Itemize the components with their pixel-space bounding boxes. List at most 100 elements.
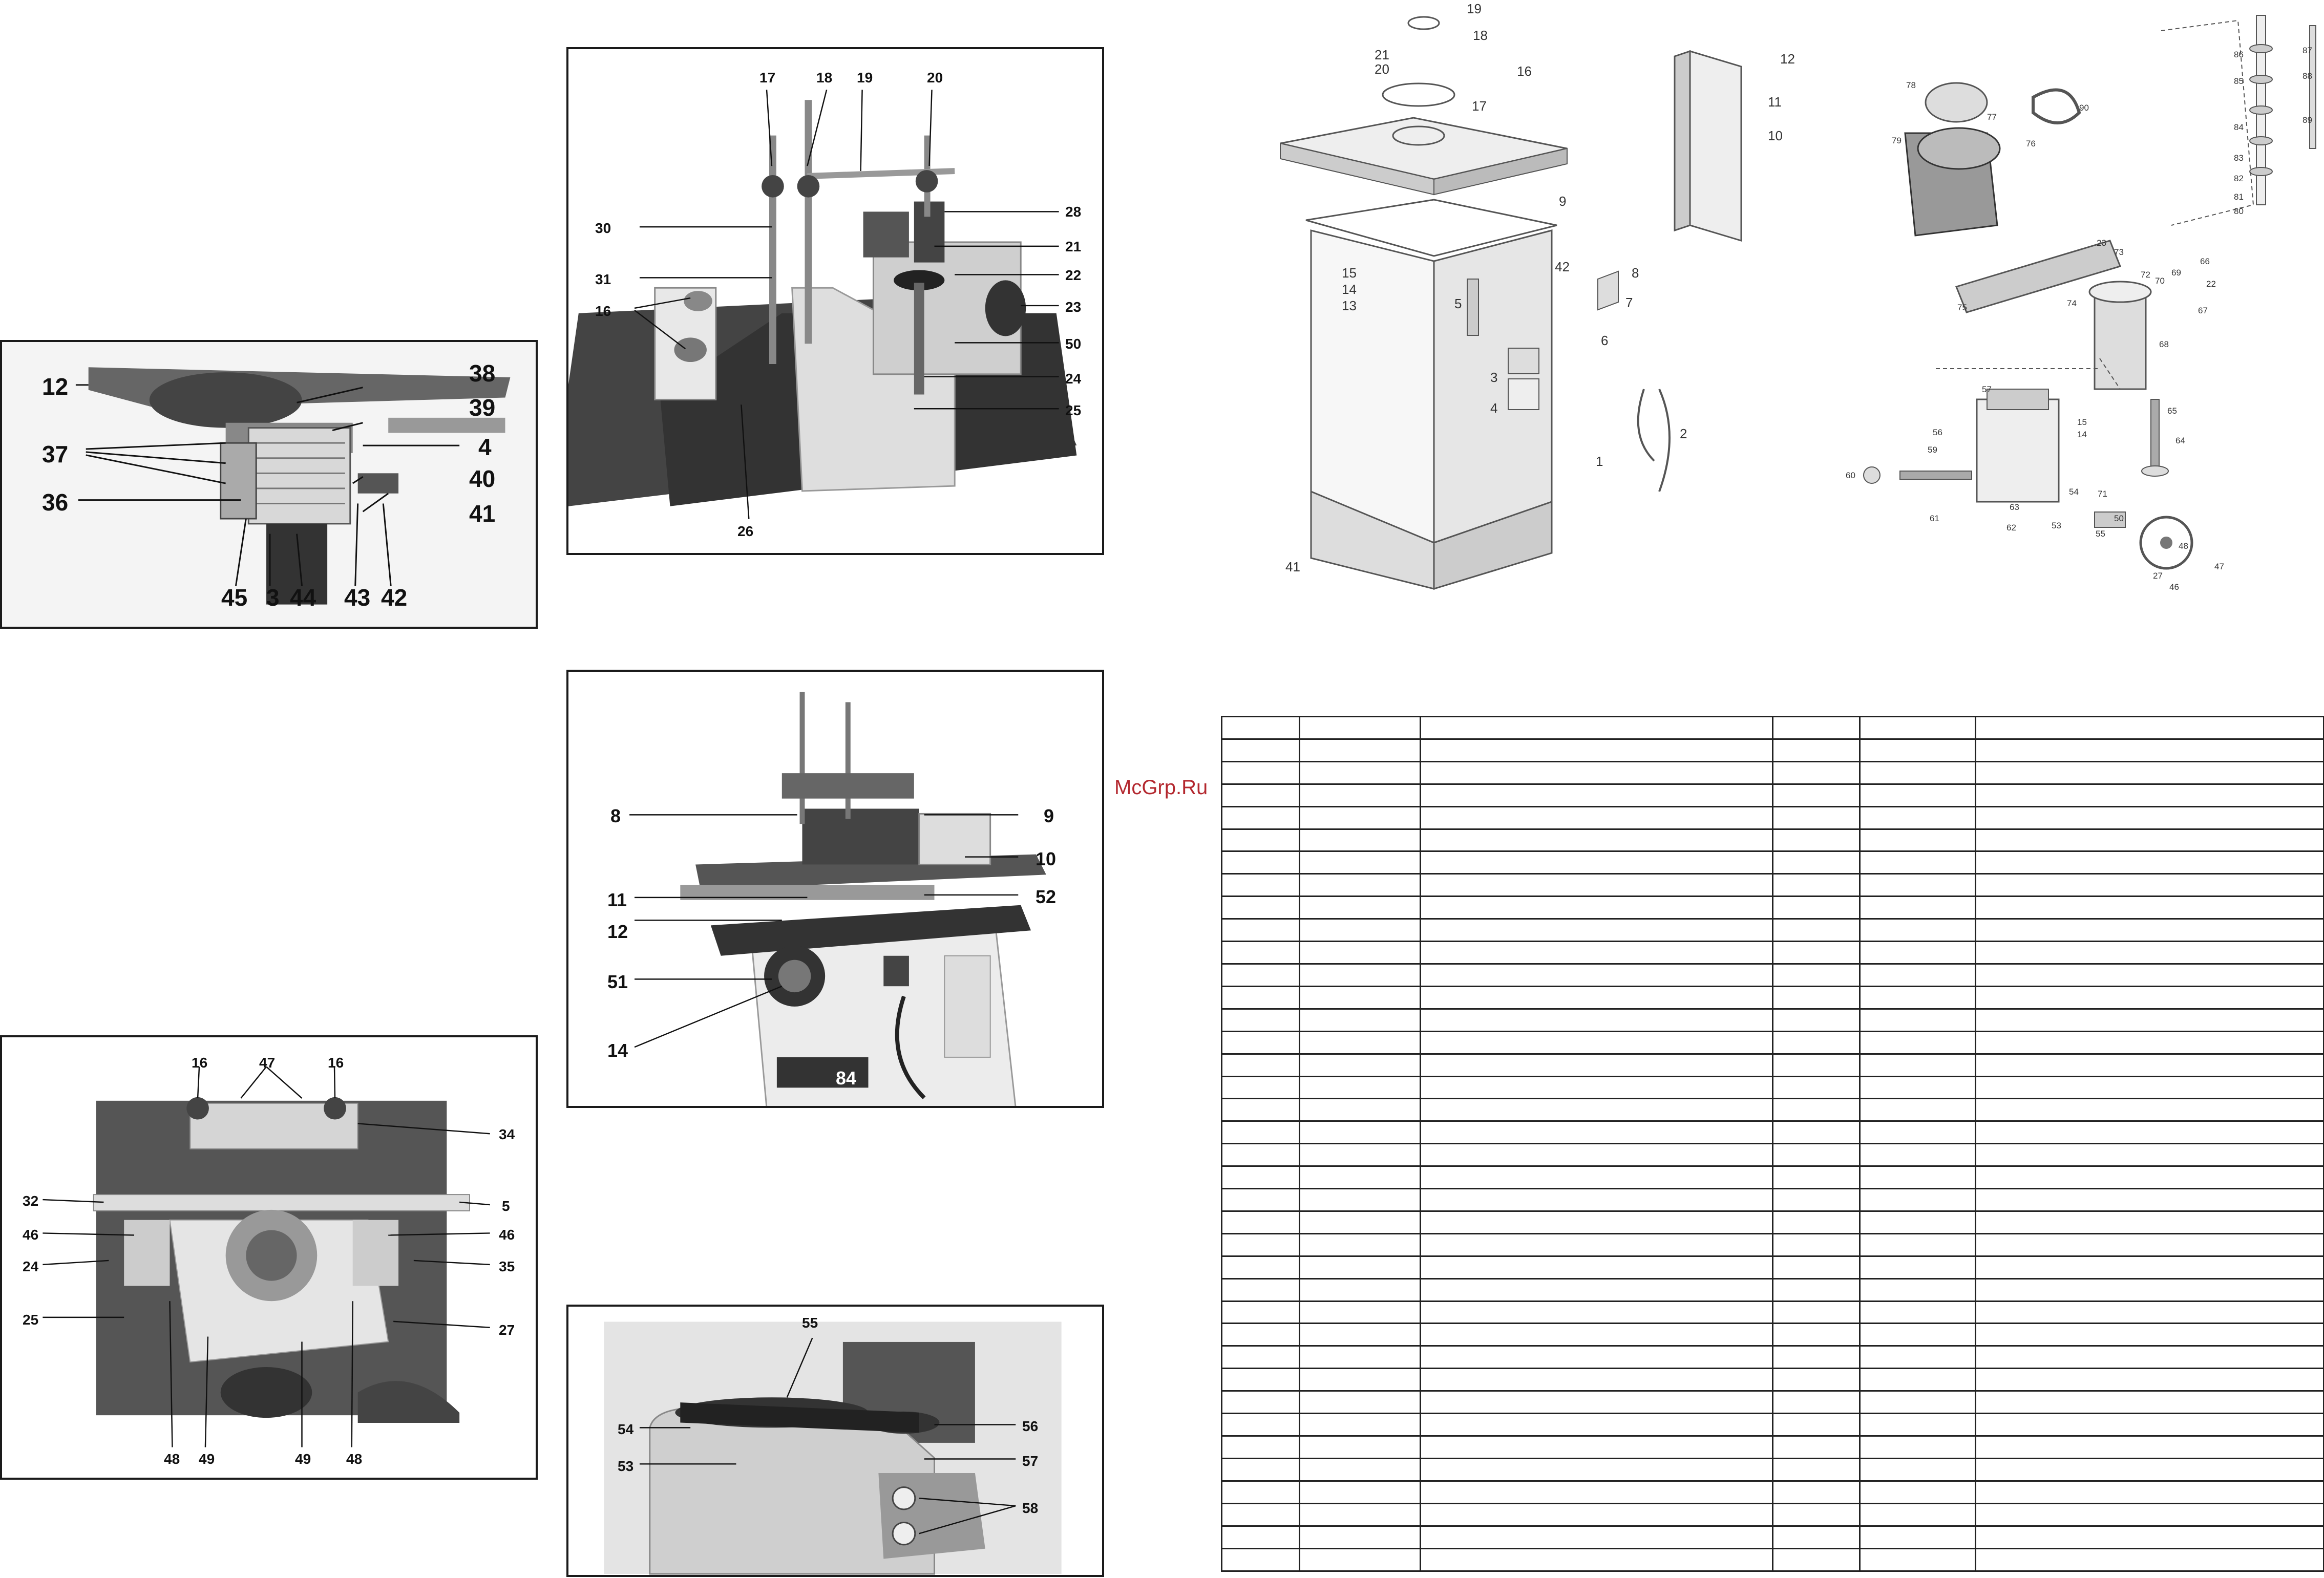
callout-label: 12 xyxy=(607,921,628,942)
table-row xyxy=(1221,783,2324,807)
table-cell xyxy=(1772,1030,1861,1055)
table-cell xyxy=(1975,1255,2324,1280)
table-row xyxy=(1221,850,2324,875)
table-cell xyxy=(1221,1053,1300,1077)
table-row xyxy=(1221,1098,2324,1122)
table-cell xyxy=(1221,1210,1300,1234)
table-cell xyxy=(1420,1345,1773,1370)
table-cell xyxy=(1772,1390,1861,1415)
table-cell xyxy=(1299,760,1421,785)
diagram-label: 50 xyxy=(2114,514,2124,523)
table-row xyxy=(1221,1053,2324,1077)
table-cell xyxy=(1221,828,1300,852)
table-cell xyxy=(1221,760,1300,785)
table-cell xyxy=(1420,805,1773,830)
callout-label: 14 xyxy=(607,1040,628,1061)
callout-label: 32 xyxy=(23,1193,39,1209)
table-cell xyxy=(1975,1525,2324,1549)
table-cell xyxy=(1859,738,1976,762)
diagram-label: 14 xyxy=(2077,430,2087,439)
table-cell xyxy=(1772,1120,1861,1145)
diagram-label: 5 xyxy=(1454,296,1462,311)
table-cell xyxy=(1420,895,1773,920)
table-cell xyxy=(1221,895,1300,920)
diagram-label: 6 xyxy=(1601,333,1609,348)
table-cell xyxy=(1420,1457,1773,1482)
diagram-label: 80 xyxy=(2234,206,2244,216)
diagram-label: 15 xyxy=(2077,417,2087,427)
table-cell xyxy=(1299,1232,1421,1257)
table-cell xyxy=(1975,1457,2324,1482)
table-cell xyxy=(1975,941,2324,965)
table-cell xyxy=(1859,1030,1976,1055)
callout-label: 24 xyxy=(23,1259,39,1274)
guard-closeup-illustration xyxy=(2,342,536,627)
table-cell xyxy=(1299,1188,1421,1212)
diagram-label: 8 xyxy=(1632,265,1639,281)
table-cell xyxy=(1772,805,1861,830)
table-row xyxy=(1221,1165,2324,1190)
table-cell xyxy=(1420,1210,1773,1234)
table-row xyxy=(1221,738,2324,762)
table-cell xyxy=(1975,1120,2324,1145)
callout-label: 3 xyxy=(266,584,280,611)
diagram-label: 57 xyxy=(1982,385,1992,394)
table-cell xyxy=(1859,1457,1976,1482)
table-cell xyxy=(1420,1413,1773,1437)
table-cell xyxy=(1420,1300,1773,1325)
table-row xyxy=(1221,1030,2324,1055)
diagram-label: 59 xyxy=(1928,445,1937,455)
table-cell xyxy=(1859,941,1976,965)
callout-label: 28 xyxy=(1065,204,1082,220)
table-cell xyxy=(1772,1368,1861,1392)
table-cell xyxy=(1299,1525,1421,1549)
table-cell xyxy=(1221,1255,1300,1280)
callout-label: 54 xyxy=(618,1421,634,1437)
table-cell xyxy=(1772,738,1861,762)
table-cell xyxy=(1975,1277,2324,1302)
table-cell xyxy=(1772,783,1861,807)
callout-label: 27 xyxy=(499,1322,515,1338)
table-cell xyxy=(1859,918,1976,943)
table-underside-illustration xyxy=(2,1037,536,1478)
table-cell xyxy=(1859,1345,1976,1370)
table-cell xyxy=(1420,716,1773,740)
table-cell xyxy=(1420,1232,1773,1257)
table-row xyxy=(1221,1277,2324,1302)
table-cell xyxy=(1420,873,1773,898)
table-cell xyxy=(1420,1143,1773,1167)
table-cell xyxy=(1299,1277,1421,1302)
table-cell xyxy=(1975,783,2324,807)
table-cell xyxy=(1299,805,1421,830)
diagram-label: 87 xyxy=(2302,46,2312,55)
diagram-label: 11 xyxy=(1768,94,1782,110)
table-cell xyxy=(1975,805,2324,830)
callout-label: 10 xyxy=(1036,848,1057,869)
diagram-label: 69 xyxy=(2171,268,2181,278)
table-row xyxy=(1221,895,2324,920)
table-cell xyxy=(1975,716,2324,740)
callout-label: 16 xyxy=(328,1055,344,1071)
table-cell xyxy=(1420,760,1773,785)
diagram-label: 21 xyxy=(1375,47,1389,62)
table-row xyxy=(1221,805,2324,830)
callout-label: 51 xyxy=(607,971,628,992)
table-cell xyxy=(1859,1277,1976,1302)
table-cell xyxy=(1859,828,1976,852)
callout-label: 30 xyxy=(595,220,611,236)
table-cell xyxy=(1859,1255,1976,1280)
callout-label: 49 xyxy=(199,1451,215,1467)
table-cell xyxy=(1772,1232,1861,1257)
callout-label: 9 xyxy=(1044,805,1054,826)
diagram-label: 77 xyxy=(1987,112,1997,122)
diagram-label: 74 xyxy=(2067,298,2077,308)
table-cell xyxy=(1299,1457,1421,1482)
diagram-label: 63 xyxy=(2010,502,2019,512)
table-cell xyxy=(1420,1435,1773,1459)
table-cell xyxy=(1975,895,2324,920)
diagram-label: 16 xyxy=(1517,63,1532,79)
table-cell xyxy=(1975,738,2324,762)
table-cell xyxy=(1221,1098,1300,1122)
callout-label: 4 xyxy=(478,434,492,460)
table-cell xyxy=(1221,738,1300,762)
